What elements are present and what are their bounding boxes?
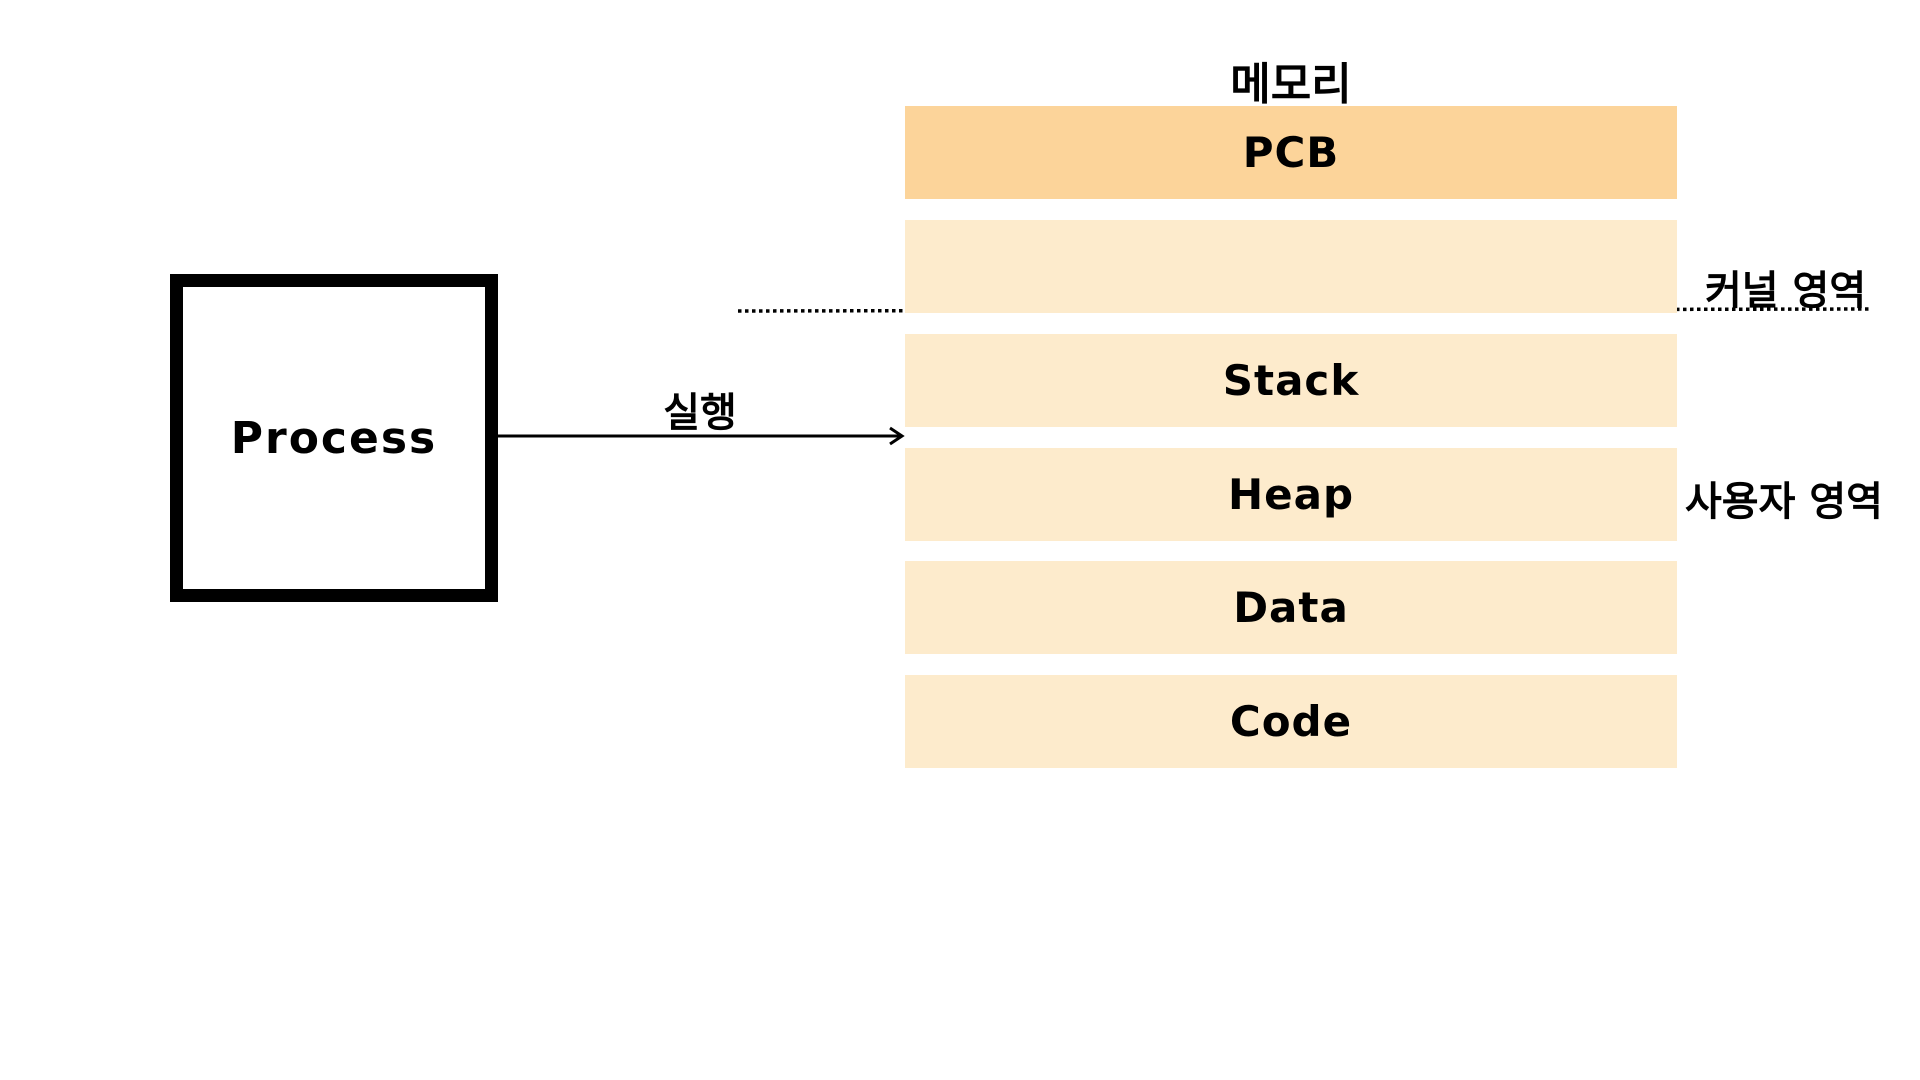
memory-block-stack: Stack — [905, 334, 1677, 427]
execute-arrow-head — [889, 426, 905, 446]
memory-block-kernel — [905, 220, 1677, 313]
process-box: Process — [170, 274, 498, 602]
memory-block-data: Data — [905, 561, 1677, 654]
process-label: Process — [230, 412, 438, 464]
user-region-label: 사용자 영역 — [1685, 479, 1883, 525]
memory-title: 메모리 — [1230, 59, 1352, 110]
memory-block-code: Code — [905, 675, 1677, 768]
kernel-region-label: 커널 영역 — [1705, 268, 1867, 314]
memory-block-heap: Heap — [905, 448, 1677, 541]
execute-label: 실행 — [663, 390, 737, 436]
memory-block-pcb: PCB — [905, 106, 1677, 199]
